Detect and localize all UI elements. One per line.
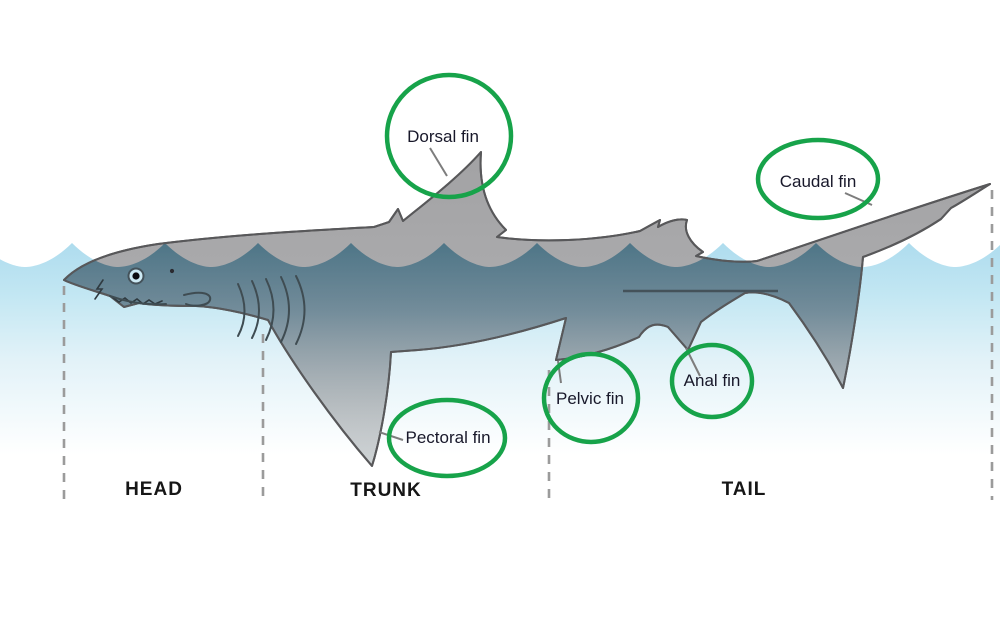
- gill-slit: [295, 275, 306, 345]
- caudal-fin-label: Caudal fin: [779, 172, 857, 191]
- dorsal-fin-circle: [384, 72, 514, 200]
- mouth-line: [109, 295, 167, 306]
- caudal-fin-circle: [755, 137, 881, 221]
- anal-fin-label: Anal fin: [683, 371, 741, 390]
- snout-mark: [94, 279, 104, 300]
- head-section-label: HEAD: [125, 479, 183, 500]
- teeth: [111, 296, 163, 305]
- pelvic-fin-circle: [541, 351, 641, 445]
- gill-slit: [251, 280, 260, 339]
- tail-section-label: TAIL: [721, 479, 767, 500]
- trunk-section-label: TRUNK: [350, 480, 422, 501]
- pectoral-fin-circle: [386, 397, 508, 479]
- gill-slit: [280, 276, 290, 343]
- pectoral-fin-label: Pectoral fin: [405, 428, 491, 447]
- dorsal-fin-label: Dorsal fin: [407, 127, 479, 146]
- mouth-corner: [183, 291, 212, 307]
- shark-head-details: [94, 267, 306, 345]
- dorsal-fin-leader: [429, 147, 448, 177]
- nostril: [169, 268, 175, 274]
- gill-slit: [265, 278, 275, 341]
- gill-slit: [237, 283, 246, 337]
- eye-pupil: [132, 272, 140, 280]
- pelvic-fin-label: Pelvic fin: [555, 389, 625, 408]
- anal-fin-circle: [669, 342, 755, 420]
